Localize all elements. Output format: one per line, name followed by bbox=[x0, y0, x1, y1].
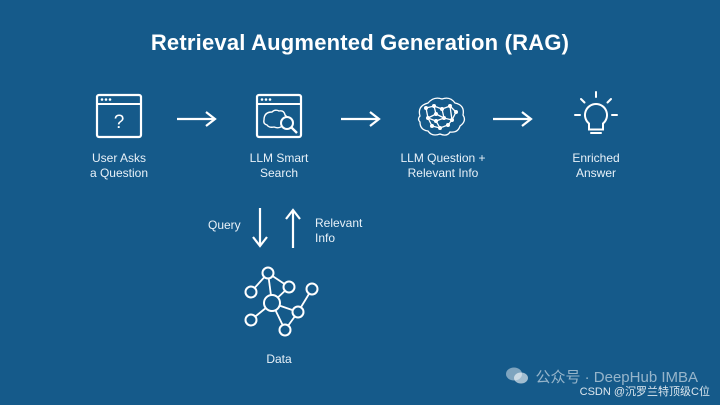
data-graph-icon bbox=[244, 266, 319, 337]
watermark-credit: CSDN @沉罗兰特顶级C位 bbox=[579, 386, 710, 398]
right-arrow-icon bbox=[341, 111, 381, 127]
lightbulb-icon bbox=[574, 91, 618, 134]
data-label: Data bbox=[266, 352, 292, 366]
watermark-channel: 公众号 · DeepHub IMBA bbox=[535, 368, 698, 386]
svg-text:?: ? bbox=[114, 112, 125, 133]
down-arrow-icon bbox=[252, 208, 268, 248]
step-label-user-asks: User Asks a Question bbox=[89, 151, 149, 180]
query-label: Query bbox=[208, 218, 241, 232]
window-brain-search-icon bbox=[255, 93, 303, 139]
wechat-icon bbox=[506, 367, 529, 384]
window-question-icon: ? bbox=[95, 93, 143, 139]
diagram-title: Retrieval Augmented Generation (RAG) bbox=[150, 30, 570, 55]
brain-network-icon bbox=[417, 97, 466, 136]
watermark: 公众号 · DeepHub IMBA bbox=[505, 361, 698, 391]
right-arrow-icon bbox=[177, 111, 217, 127]
right-arrow-icon bbox=[493, 111, 533, 127]
relevant-info-label: Relevant Info bbox=[315, 216, 363, 245]
step-label-llm-question: LLM Question + Relevant Info bbox=[400, 151, 486, 180]
step-label-llm-smart-search: LLM Smart Search bbox=[249, 151, 309, 180]
step-label-enriched-answer: Enriched Answer bbox=[572, 151, 620, 180]
up-arrow-icon bbox=[285, 208, 301, 248]
